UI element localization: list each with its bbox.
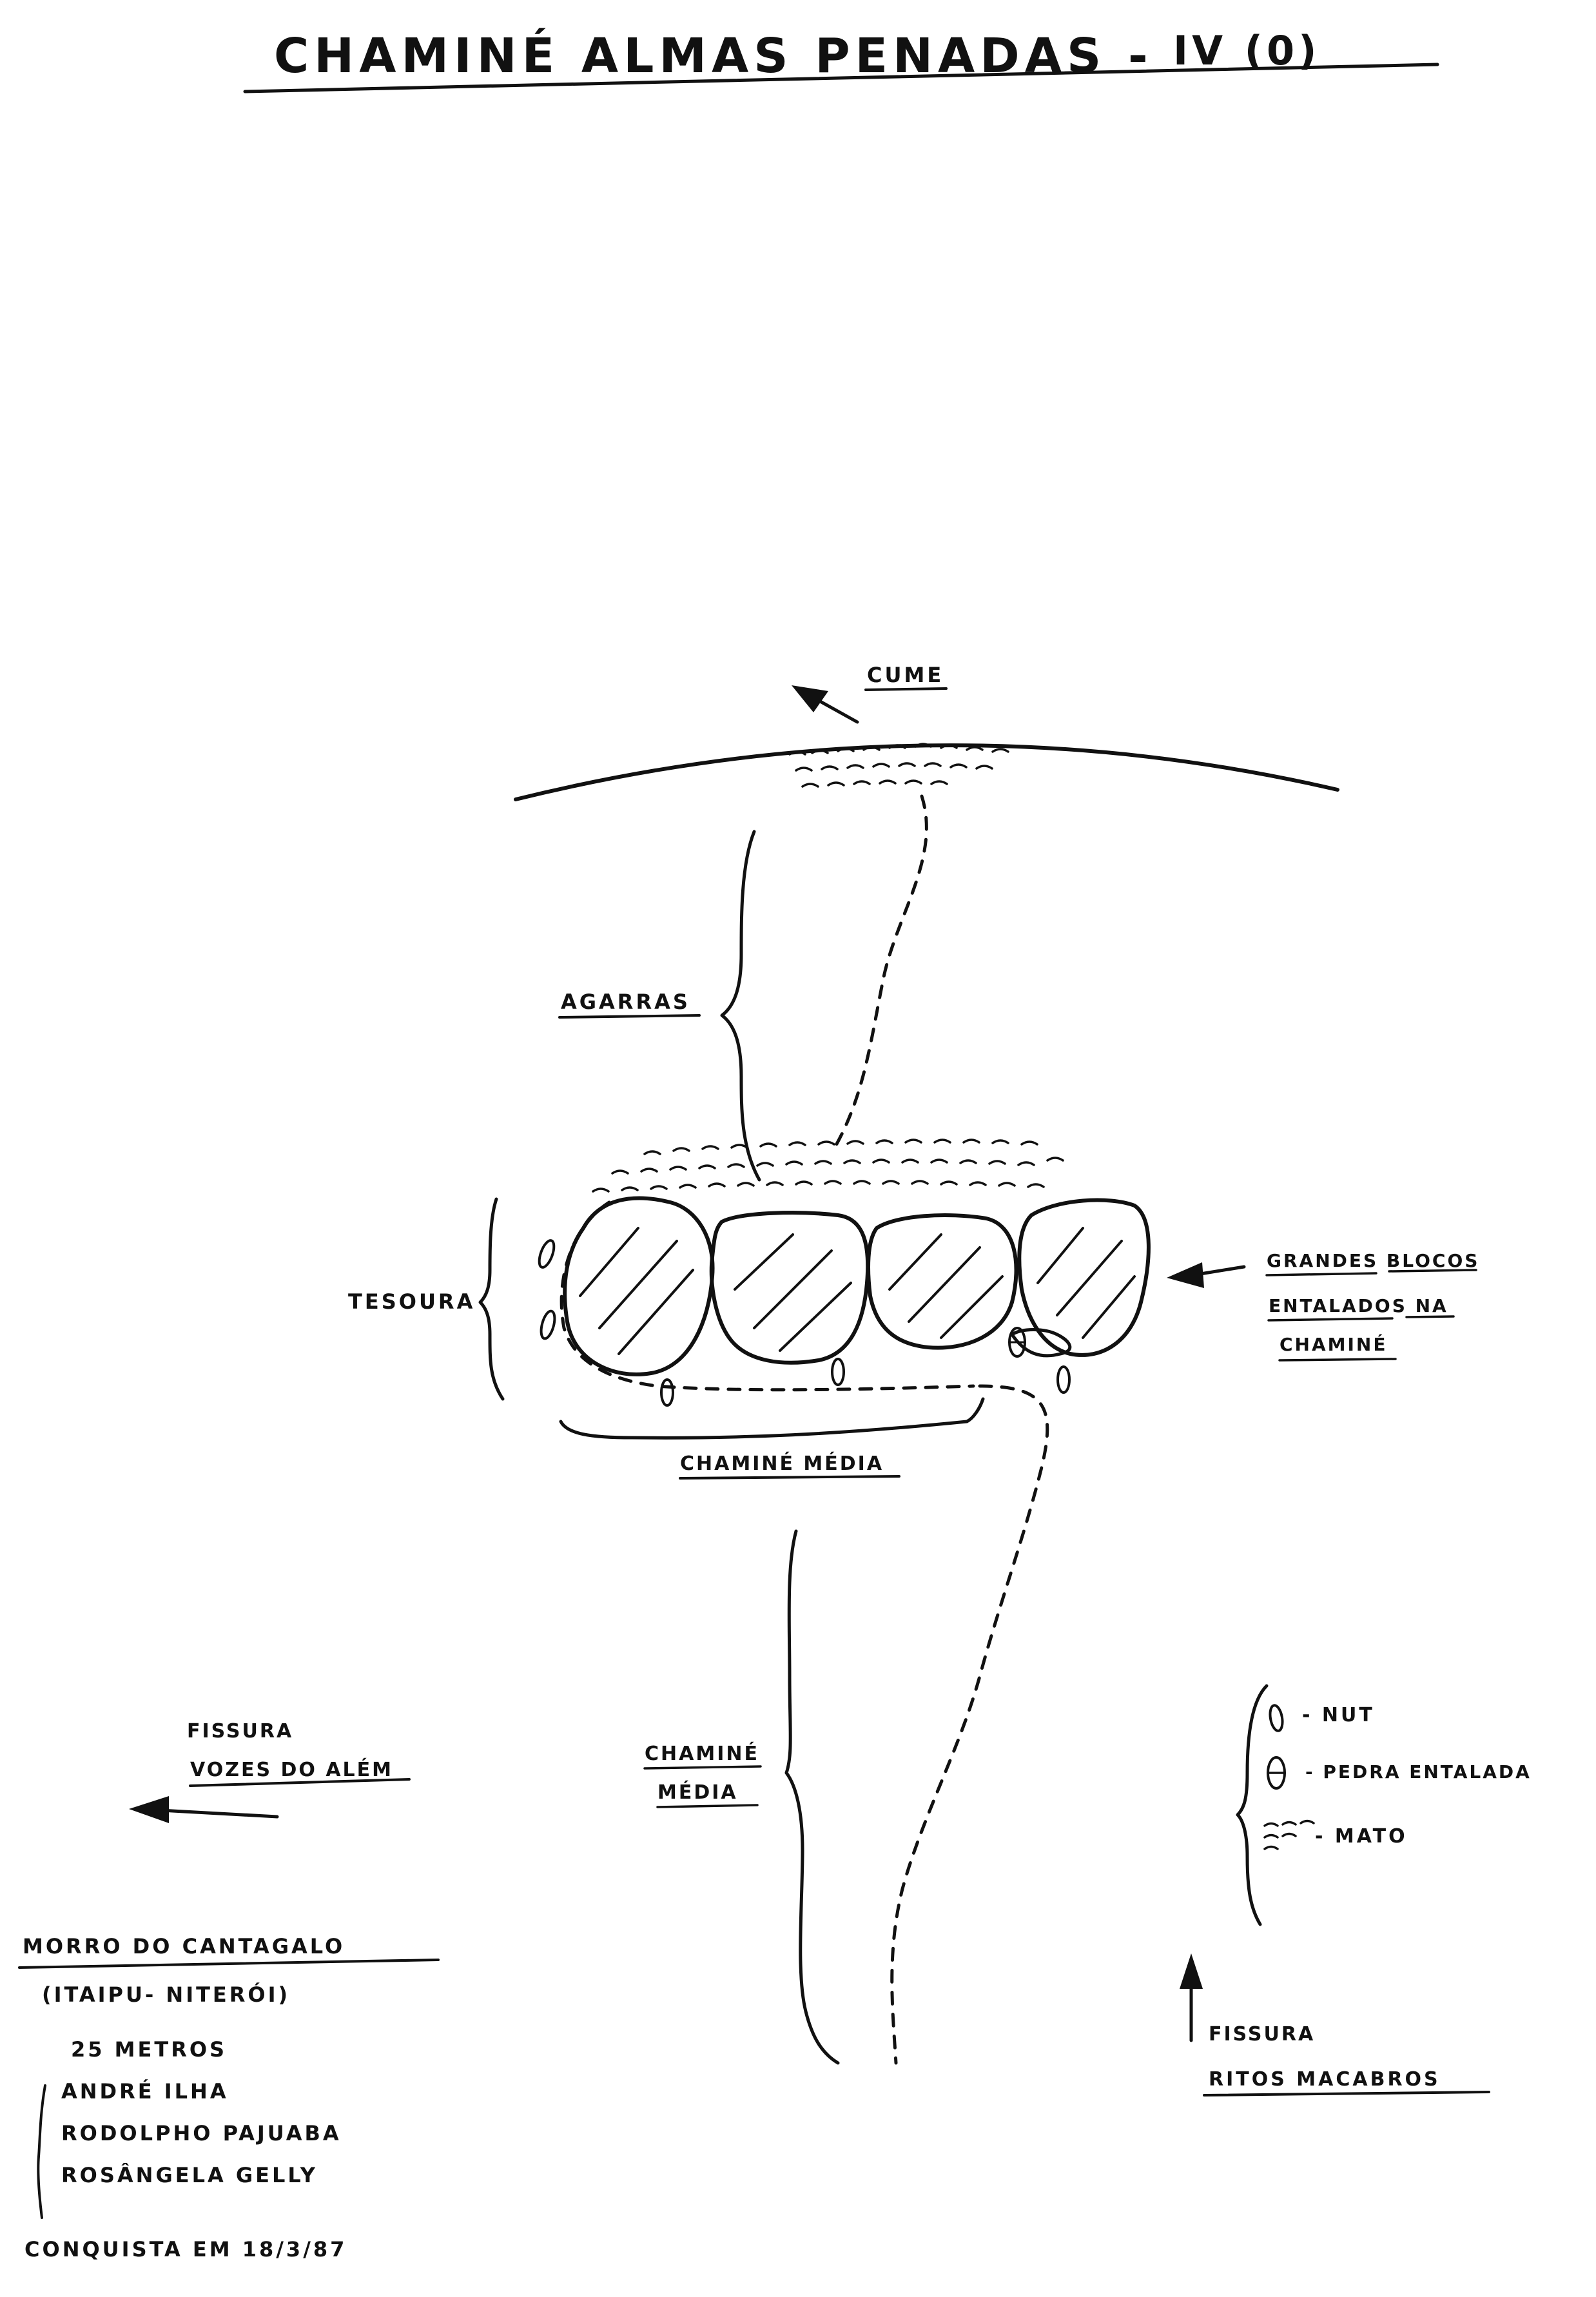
blocks-label-line1: GRANDES BLOCOS — [1267, 1250, 1479, 1271]
chimney-mid-lower-label-2: MÉDIA — [657, 1781, 738, 1804]
scissors-section-bracket — [478, 1197, 505, 1401]
chimney-mid-top-label: CHAMINÉ MÉDIA — [680, 1452, 884, 1475]
block-2 — [709, 1211, 870, 1365]
climber-name: ANDRÉ ILHA — [61, 2079, 229, 2104]
title-block: CHAMINÉ ALMAS PENADAS - IV (0) — [243, 27, 1439, 93]
fissure-left-label-2: VOZES DO ALÉM — [190, 1758, 393, 1781]
nut-icon — [538, 1239, 556, 1340]
holds-label: AGARRAS — [561, 990, 690, 1014]
summit-bush-patch — [788, 743, 1009, 788]
summit-ridge-line — [514, 743, 1339, 801]
fissure-right-annotation: FISSURA RITOS MACABROS — [1180, 1953, 1490, 2097]
chockstone-icon — [1267, 1756, 1286, 1790]
chockstone-blocks — [563, 1196, 1151, 1376]
legend-nut-label: - NUT — [1302, 1704, 1375, 1726]
arrow-left-icon — [1167, 1262, 1246, 1288]
bush-icon — [1263, 1819, 1315, 1850]
traverse-nuts — [660, 1358, 1071, 1407]
summit-label: CUME — [867, 663, 944, 687]
legend-bush-label: - MATO — [1315, 1825, 1408, 1848]
chimney-mid-lower-underline-1 — [643, 1765, 762, 1770]
legend: - NUT - PEDRA ENTALADA - MATO — [1236, 1684, 1532, 1926]
summit-group: CUME — [514, 663, 1339, 801]
chockstone-icon — [1008, 1327, 1072, 1358]
block-1 — [563, 1196, 715, 1376]
climber-name: RODOLPHO PAJUABA — [61, 2121, 342, 2145]
title-underline — [243, 63, 1439, 93]
chimney-mid-lower-bracket — [784, 1529, 840, 2065]
scissors-label: TESOURA — [348, 1289, 475, 1314]
traverse-route-line — [560, 1200, 975, 1392]
fissure-left-label-1: FISSURA — [187, 1720, 293, 1743]
blocks-label-line2: ENTALADOS NA — [1269, 1295, 1448, 1316]
route-info: MORRO DO CANTAGALO (ITAIPU- NITERÓI) 25 … — [18, 1934, 440, 2262]
holds-section-bracket — [720, 830, 761, 1182]
chimney-mid-top-underline — [679, 1475, 900, 1480]
arrow-up-icon — [1180, 1953, 1203, 2042]
holds-label-underline — [558, 1014, 701, 1019]
fissure-right-label-1: FISSURA — [1209, 2023, 1315, 2046]
fissure-right-label-2: RITOS MACABROS — [1209, 2068, 1441, 2091]
blocks-label-line3: CHAMINÉ — [1280, 1333, 1388, 1355]
arrow-left-icon — [792, 685, 859, 724]
climbers-bracket — [37, 2084, 46, 2219]
blocks-annotation: GRANDES BLOCOS ENTALADOS NA CHAMINÉ — [1265, 1250, 1479, 1362]
climber-name: ROSÂNGELA GELLY — [61, 2163, 318, 2187]
summit-label-underline — [864, 687, 948, 691]
route-length-label: 25 METROS — [71, 2037, 227, 2062]
arrow-left-icon — [129, 1796, 279, 1823]
location-sub-label: (ITAIPU- NITERÓI) — [42, 1982, 290, 2007]
chimney-mid-top-bracket — [559, 1397, 985, 1440]
first-ascent-label: CONQUISTA EM 18/3/87 — [24, 2237, 347, 2262]
nut-icon — [1269, 1704, 1284, 1732]
block-3 — [866, 1213, 1018, 1350]
location-label: MORRO DO CANTAGALO — [23, 1934, 345, 1959]
legend-chockstone-label: - PEDRA ENTALADA — [1305, 1761, 1532, 1783]
chimney-mid-lower-underline-2 — [656, 1804, 759, 1808]
chimney-mid-lower-label-1: CHAMINÉ — [645, 1742, 759, 1765]
legend-bracket — [1236, 1684, 1269, 1926]
blocks-bush-patch — [592, 1139, 1064, 1193]
upper-route-line — [833, 794, 928, 1149]
block-4 — [1017, 1198, 1151, 1357]
fissure-left-annotation: FISSURA VOZES DO ALÉM — [129, 1720, 411, 1823]
lower-route-line — [890, 1384, 1049, 2065]
